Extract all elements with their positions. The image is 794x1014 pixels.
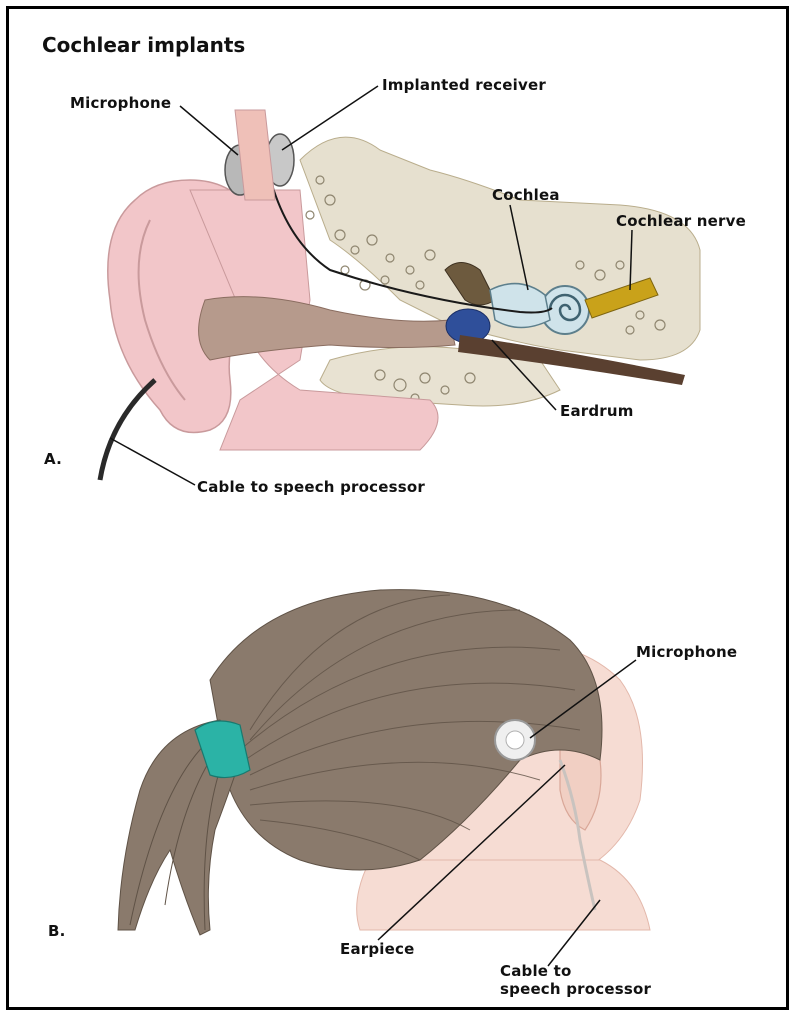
panel-letter-b: B. <box>48 922 66 940</box>
label-implanted-receiver: Implanted receiver <box>382 76 546 94</box>
label-cable-b-line2: speech processor <box>500 980 651 998</box>
label-earpiece: Earpiece <box>340 940 414 958</box>
label-cable-a: Cable to speech processor <box>197 478 425 496</box>
panel-letter-a: A. <box>44 450 62 468</box>
label-cochlea: Cochlea <box>492 186 560 204</box>
label-cochlear-nerve: Cochlear nerve <box>616 212 746 230</box>
label-microphone-b: Microphone <box>636 643 737 661</box>
label-microphone-a: Microphone <box>70 94 171 112</box>
label-cable-b-line1: Cable to <box>500 962 571 980</box>
label-eardrum: Eardrum <box>560 402 634 420</box>
